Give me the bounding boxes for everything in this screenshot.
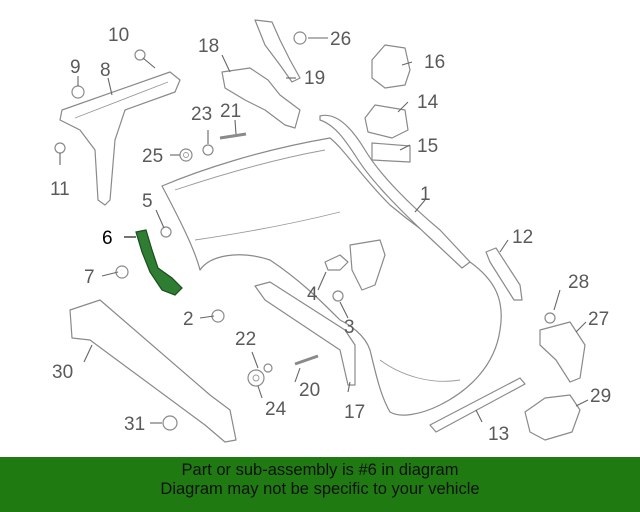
- callout-24: 24: [265, 399, 287, 420]
- callout-20: 20: [299, 380, 320, 401]
- banner-line-1: Part or sub-assembly is #6 in diagram: [181, 461, 459, 479]
- banner-line-2: Diagram may not be specific to your vehi…: [160, 480, 480, 498]
- callout-11: 11: [50, 179, 70, 200]
- part-15: [371, 142, 411, 163]
- callout-9: 9: [70, 57, 81, 78]
- callout-4: 4: [307, 284, 318, 305]
- callout-30: 30: [52, 362, 73, 383]
- fasteners: [54, 31, 556, 431]
- callout-7: 7: [84, 267, 95, 288]
- callout-12: 12: [512, 227, 533, 248]
- callout-5: 5: [142, 191, 153, 212]
- callout-3: 3: [344, 317, 355, 338]
- part-16: [371, 44, 411, 89]
- callout-27: 27: [588, 309, 609, 330]
- callout-29: 29: [590, 386, 611, 407]
- callout-1: 1: [420, 184, 431, 205]
- part-27: [539, 321, 586, 383]
- part-6-highlighted: [135, 229, 183, 296]
- part-29: [524, 394, 581, 441]
- callout-31: 31: [124, 414, 145, 435]
- part-4: [324, 254, 349, 271]
- callout-25: 25: [142, 146, 163, 167]
- callout-6: 6: [102, 228, 113, 249]
- callout-18: 18: [198, 36, 219, 57]
- parts-diagram: 1 2 3 4 5 6 7 8 9 10 11 12 13 14 15 16 1…: [50, 19, 611, 445]
- leader-lines: [77, 37, 589, 424]
- callout-22: 22: [235, 329, 256, 350]
- callout-17: 17: [344, 402, 365, 423]
- callout-13: 13: [488, 424, 509, 445]
- part-30: [69, 299, 237, 443]
- callout-16: 16: [424, 52, 445, 73]
- part-13: [429, 377, 526, 433]
- callout-2: 2: [183, 309, 194, 330]
- callout-8: 8: [100, 60, 111, 81]
- callout-26: 26: [330, 29, 351, 50]
- part-12: [485, 247, 523, 301]
- part-8-bracket: [59, 71, 181, 206]
- part-14: [364, 104, 409, 139]
- callout-14: 14: [417, 92, 439, 113]
- callout-10: 10: [108, 25, 129, 46]
- info-banner: Part or sub-assembly is #6 in diagram Di…: [0, 457, 640, 512]
- callout-labels: 1 2 3 4 5 6 7 8 9 10 11 12 13 14 15 16 1…: [50, 25, 611, 445]
- part-1-bumper-cover: [161, 114, 502, 416]
- callout-23: 23: [191, 104, 212, 125]
- callout-19: 19: [304, 68, 325, 89]
- part-18-19-bracket: [221, 19, 301, 129]
- callout-21: 21: [220, 101, 241, 122]
- part-4-bracket: [349, 239, 386, 291]
- callout-15: 15: [417, 136, 438, 157]
- callout-28: 28: [568, 272, 589, 293]
- part-17: [254, 281, 356, 386]
